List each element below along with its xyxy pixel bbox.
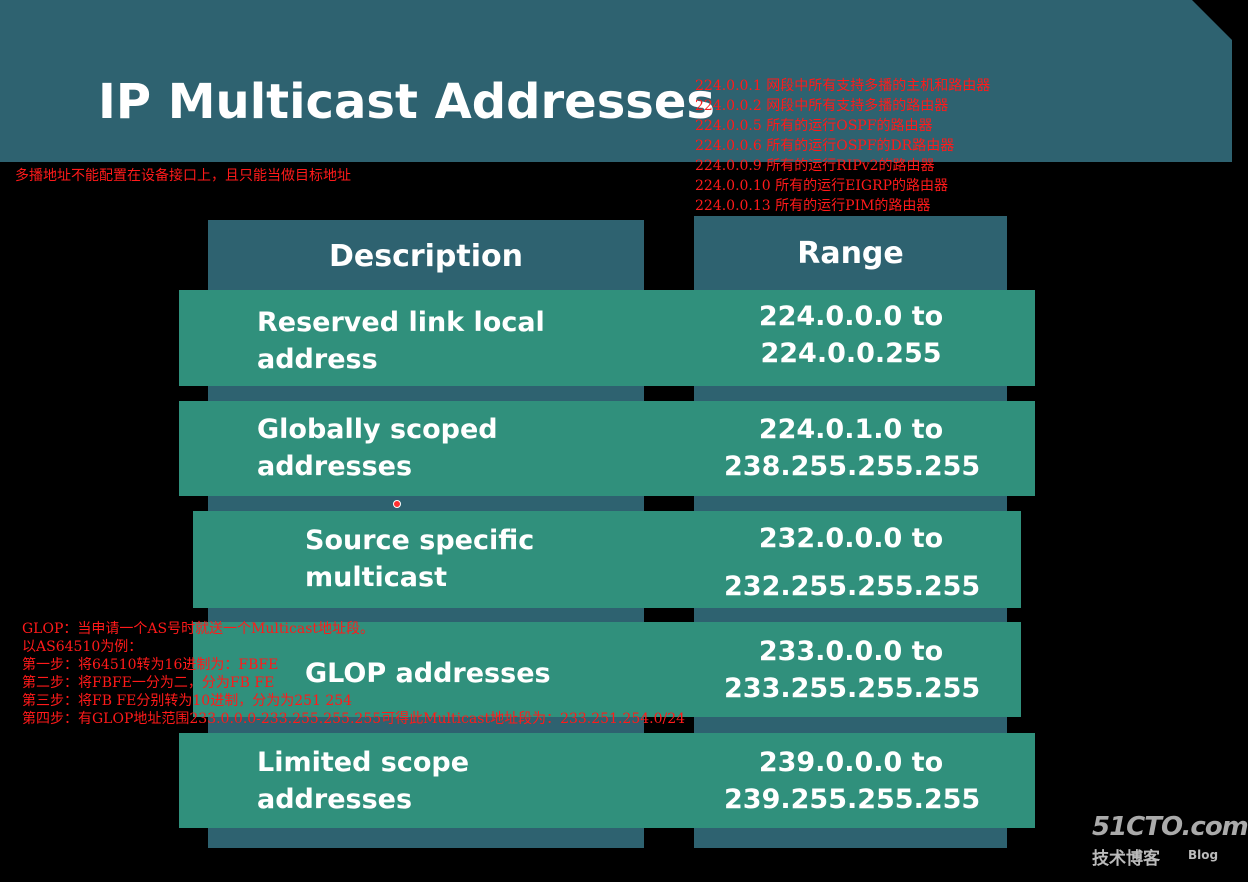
row-description: addresses (257, 451, 413, 482)
banner-corner (1192, 0, 1232, 40)
watermark: 51CTO.com 技术博客 Blog (1092, 812, 1248, 869)
header-description: Description (208, 220, 644, 292)
glop-notes: GLOP：当申请一个AS号时就送一个Multicast地址段。 以AS64510… (22, 620, 685, 728)
table-row: Limited scope addresses 239.0.0.0 to 239… (179, 733, 1035, 828)
row-range: 232.0.0.0 to (758, 523, 944, 554)
table-row: Source specific multicast 232.0.0.0 to 2… (193, 511, 1021, 608)
row-description: Source specific (305, 525, 535, 556)
row-range: 224.0.1.0 to (758, 414, 944, 445)
note-line: 224.0.0.2 网段中所有支持多播的路由器 (695, 98, 949, 114)
watermark-blog: Blog (1188, 848, 1219, 862)
multicast-address-notes: 224.0.0.1 网段中所有支持多播的主机和路由器 224.0.0.2 网段中… (695, 76, 990, 216)
row-description: multicast (305, 562, 447, 593)
row-description: Reserved link local (257, 307, 545, 338)
note-line: 224.0.0.1 网段中所有支持多播的主机和路由器 (695, 78, 991, 94)
note-line: 224.0.0.5 所有的运行OSPF的路由器 (695, 118, 933, 134)
row-range: 233.0.0.0 to (758, 636, 944, 667)
row-range: 239.255.255.255 (724, 784, 981, 815)
row-range: 224.0.0.255 (760, 338, 942, 369)
row-range: 239.0.0.0 to (758, 747, 944, 778)
slide-title: IP Multicast Addresses (98, 74, 715, 130)
note-line: 以AS64510为例： (22, 639, 143, 655)
row-range: 232.255.255.255 (724, 571, 981, 602)
note-line: 224.0.0.10 所有的运行EIGRP的路由器 (695, 178, 949, 194)
table-row: Globally scoped addresses 224.0.1.0 to 2… (179, 401, 1035, 496)
row-range: 233.255.255.255 (724, 673, 981, 704)
note-line: 224.0.0.13 所有的运行PIM的路由器 (695, 198, 931, 214)
note-line: 第一步：将64510转为16进制为：FBFE (22, 657, 279, 673)
row-range: 224.0.0.0 to (758, 301, 944, 332)
table-row: Reserved link local address 224.0.0.0 to… (179, 290, 1035, 386)
title-banner (0, 0, 1232, 162)
watermark-site: 51CTO.com (1092, 812, 1248, 842)
row-range: 238.255.255.255 (724, 451, 981, 482)
watermark-label: 技术博客 (1092, 849, 1160, 869)
header-range: Range (694, 216, 1007, 290)
note-line: 224.0.0.6 所有的运行OSPF的DR路由器 (695, 138, 955, 154)
row-description: addresses (257, 784, 413, 815)
row-description: GLOP addresses (305, 658, 551, 689)
note-line: 第四步：有GLOP地址范围233.0.0.0-233.255.255.255可得… (22, 711, 686, 727)
row-description: Globally scoped (257, 414, 498, 445)
note-line: 第三步：将FB FE分别转为10进制，分为为251 254 (22, 693, 353, 709)
cursor-dot (393, 500, 401, 508)
table-row: GLOP addresses 233.0.0.0 to 233.255.255.… (193, 622, 1021, 717)
note-line: 第二步：将FBFE一分为二，分为FB FE (22, 675, 275, 691)
interface-note: 多播地址不能配置在设备接口上，且只能当做目标地址 (15, 168, 351, 184)
row-description: Limited scope (257, 747, 470, 778)
note-line: 224.0.0.9 所有的运行RIPv2的路由器 (695, 158, 935, 174)
note-line: GLOP：当申请一个AS号时就送一个Multicast地址段。 (22, 621, 375, 637)
row-description: address (257, 344, 378, 375)
